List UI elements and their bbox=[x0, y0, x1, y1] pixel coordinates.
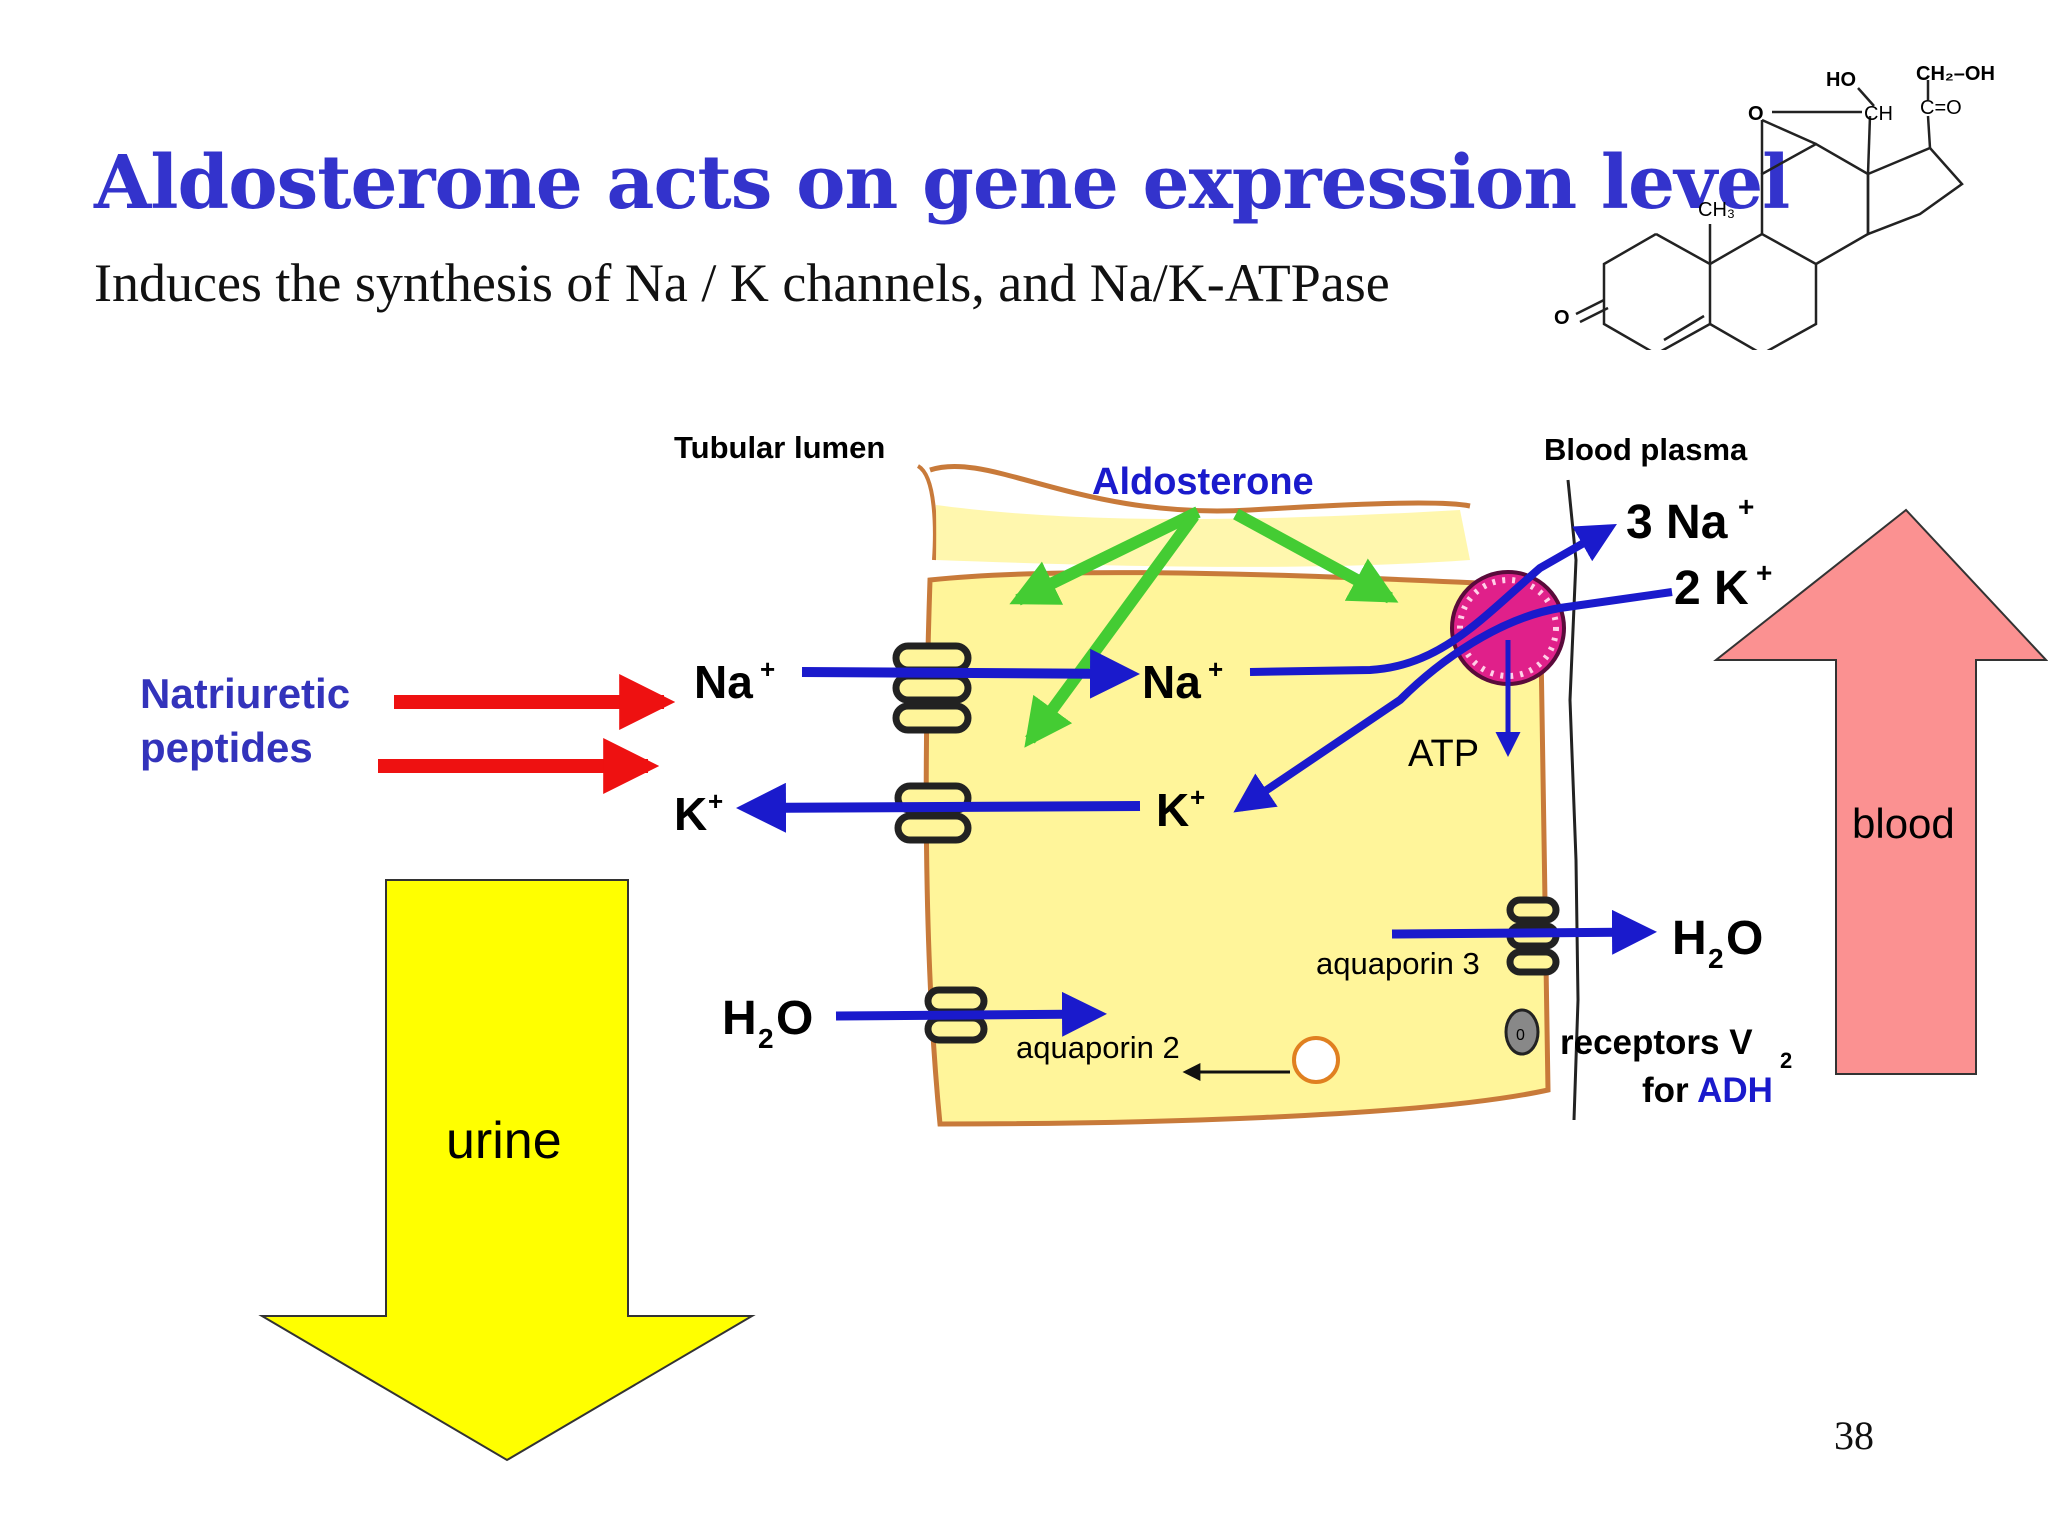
three-na-label: 3 Na bbox=[1626, 496, 1728, 549]
h2o-blood-h: H bbox=[1672, 912, 1707, 965]
structure-ch3: CH₃ bbox=[1698, 199, 1735, 221]
two-k-label: 2 K bbox=[1674, 562, 1749, 615]
natriuretic-label-1: Natriuretic bbox=[140, 670, 350, 717]
apical-membrane-fold bbox=[916, 464, 937, 561]
slide-subtitle: Induces the synthesis of Na / K channels… bbox=[94, 253, 1390, 313]
blood-arrow bbox=[1713, 508, 2048, 1075]
natriuretic-label-2: peptides bbox=[140, 724, 313, 771]
k-cell-charge: + bbox=[1190, 782, 1205, 812]
na-to-pump-arrow bbox=[1249, 524, 1617, 676]
h2o-lumen-h: H bbox=[722, 992, 757, 1045]
receptors-label: receptors V bbox=[1560, 1023, 1753, 1062]
pump-speckle bbox=[1457, 577, 1559, 679]
atp-label: ATP bbox=[1408, 733, 1479, 775]
structure-bonds bbox=[1575, 80, 1964, 350]
structure-ch2oh: CH₂–OH bbox=[1916, 63, 1995, 85]
na-cell-label: Na bbox=[1142, 656, 1201, 708]
na-cell-charge: + bbox=[1208, 654, 1223, 684]
h2o-lumen-arrow bbox=[835, 991, 1107, 1037]
structure-o-ring: O bbox=[1748, 103, 1764, 125]
aldosterone-arrow-pump bbox=[1233, 508, 1399, 604]
urine-arrow bbox=[258, 879, 756, 1462]
h2o-lumen-o: O bbox=[776, 992, 813, 1045]
receptors-for: for bbox=[1642, 1071, 1697, 1110]
page-number: 38 bbox=[1834, 1413, 1874, 1458]
cell-body bbox=[923, 570, 1551, 1127]
k-exit-arrow bbox=[736, 782, 1141, 833]
k-cell-label: K bbox=[1156, 784, 1189, 836]
aldosterone-structure: HO CH₂–OH CH C=O O CH₃ O bbox=[1554, 63, 1995, 350]
blood-label: blood bbox=[1852, 800, 1955, 847]
structure-o-keto: O bbox=[1554, 307, 1570, 329]
k-lumen-charge: + bbox=[708, 786, 723, 816]
aldosterone-label: Aldosterone bbox=[1092, 461, 1314, 503]
receptors-adh: ADH bbox=[1697, 1071, 1773, 1110]
na-channel bbox=[892, 642, 972, 734]
k-channel bbox=[894, 782, 972, 844]
structure-ho: HO bbox=[1826, 69, 1856, 91]
na-lumen-charge: + bbox=[760, 654, 775, 684]
blood-plasma-label: Blood plasma bbox=[1544, 432, 1748, 467]
na-entry-arrow bbox=[801, 648, 1140, 699]
urine-label: urine bbox=[446, 1112, 562, 1170]
receptors-for-line: for ADH bbox=[1642, 1071, 1773, 1110]
vesicle bbox=[1292, 1036, 1340, 1084]
receptor-symbol: 0 bbox=[1516, 1027, 1525, 1044]
aldosterone-arrow-k-channel bbox=[1024, 512, 1199, 748]
tubular-lumen-label: Tubular lumen bbox=[674, 430, 885, 465]
aquaporin3-label: aquaporin 3 bbox=[1316, 946, 1480, 981]
upper-cell-strip bbox=[936, 505, 1470, 567]
nephron-cell-diagram: 0 urine blood Tubular lumen Blood plasma… bbox=[140, 430, 2048, 1462]
apical-membrane-top bbox=[929, 463, 1471, 514]
two-k-charge: + bbox=[1756, 557, 1772, 588]
h2o-lumen-sub: 2 bbox=[758, 1023, 774, 1054]
aquaporin2-label: aquaporin 2 bbox=[1016, 1030, 1180, 1065]
h2o-blood-sub: 2 bbox=[1708, 943, 1724, 974]
h2o-blood-arrow bbox=[1391, 909, 1657, 955]
slide-title: Aldosterone acts on gene expression leve… bbox=[94, 140, 1790, 226]
three-na-charge: + bbox=[1738, 491, 1754, 522]
receptors-sub: 2 bbox=[1780, 1048, 1792, 1073]
k-lumen-label: K bbox=[674, 788, 707, 840]
k-in-arrow bbox=[1233, 588, 1673, 813]
h2o-blood-o: O bbox=[1726, 912, 1763, 965]
v2-receptor bbox=[1504, 1008, 1540, 1056]
structure-co: C=O bbox=[1920, 97, 1962, 119]
na-lumen-label: Na bbox=[694, 656, 753, 708]
aldosterone-arrow-channels bbox=[1009, 506, 1201, 606]
structure-ch: CH bbox=[1864, 103, 1893, 125]
